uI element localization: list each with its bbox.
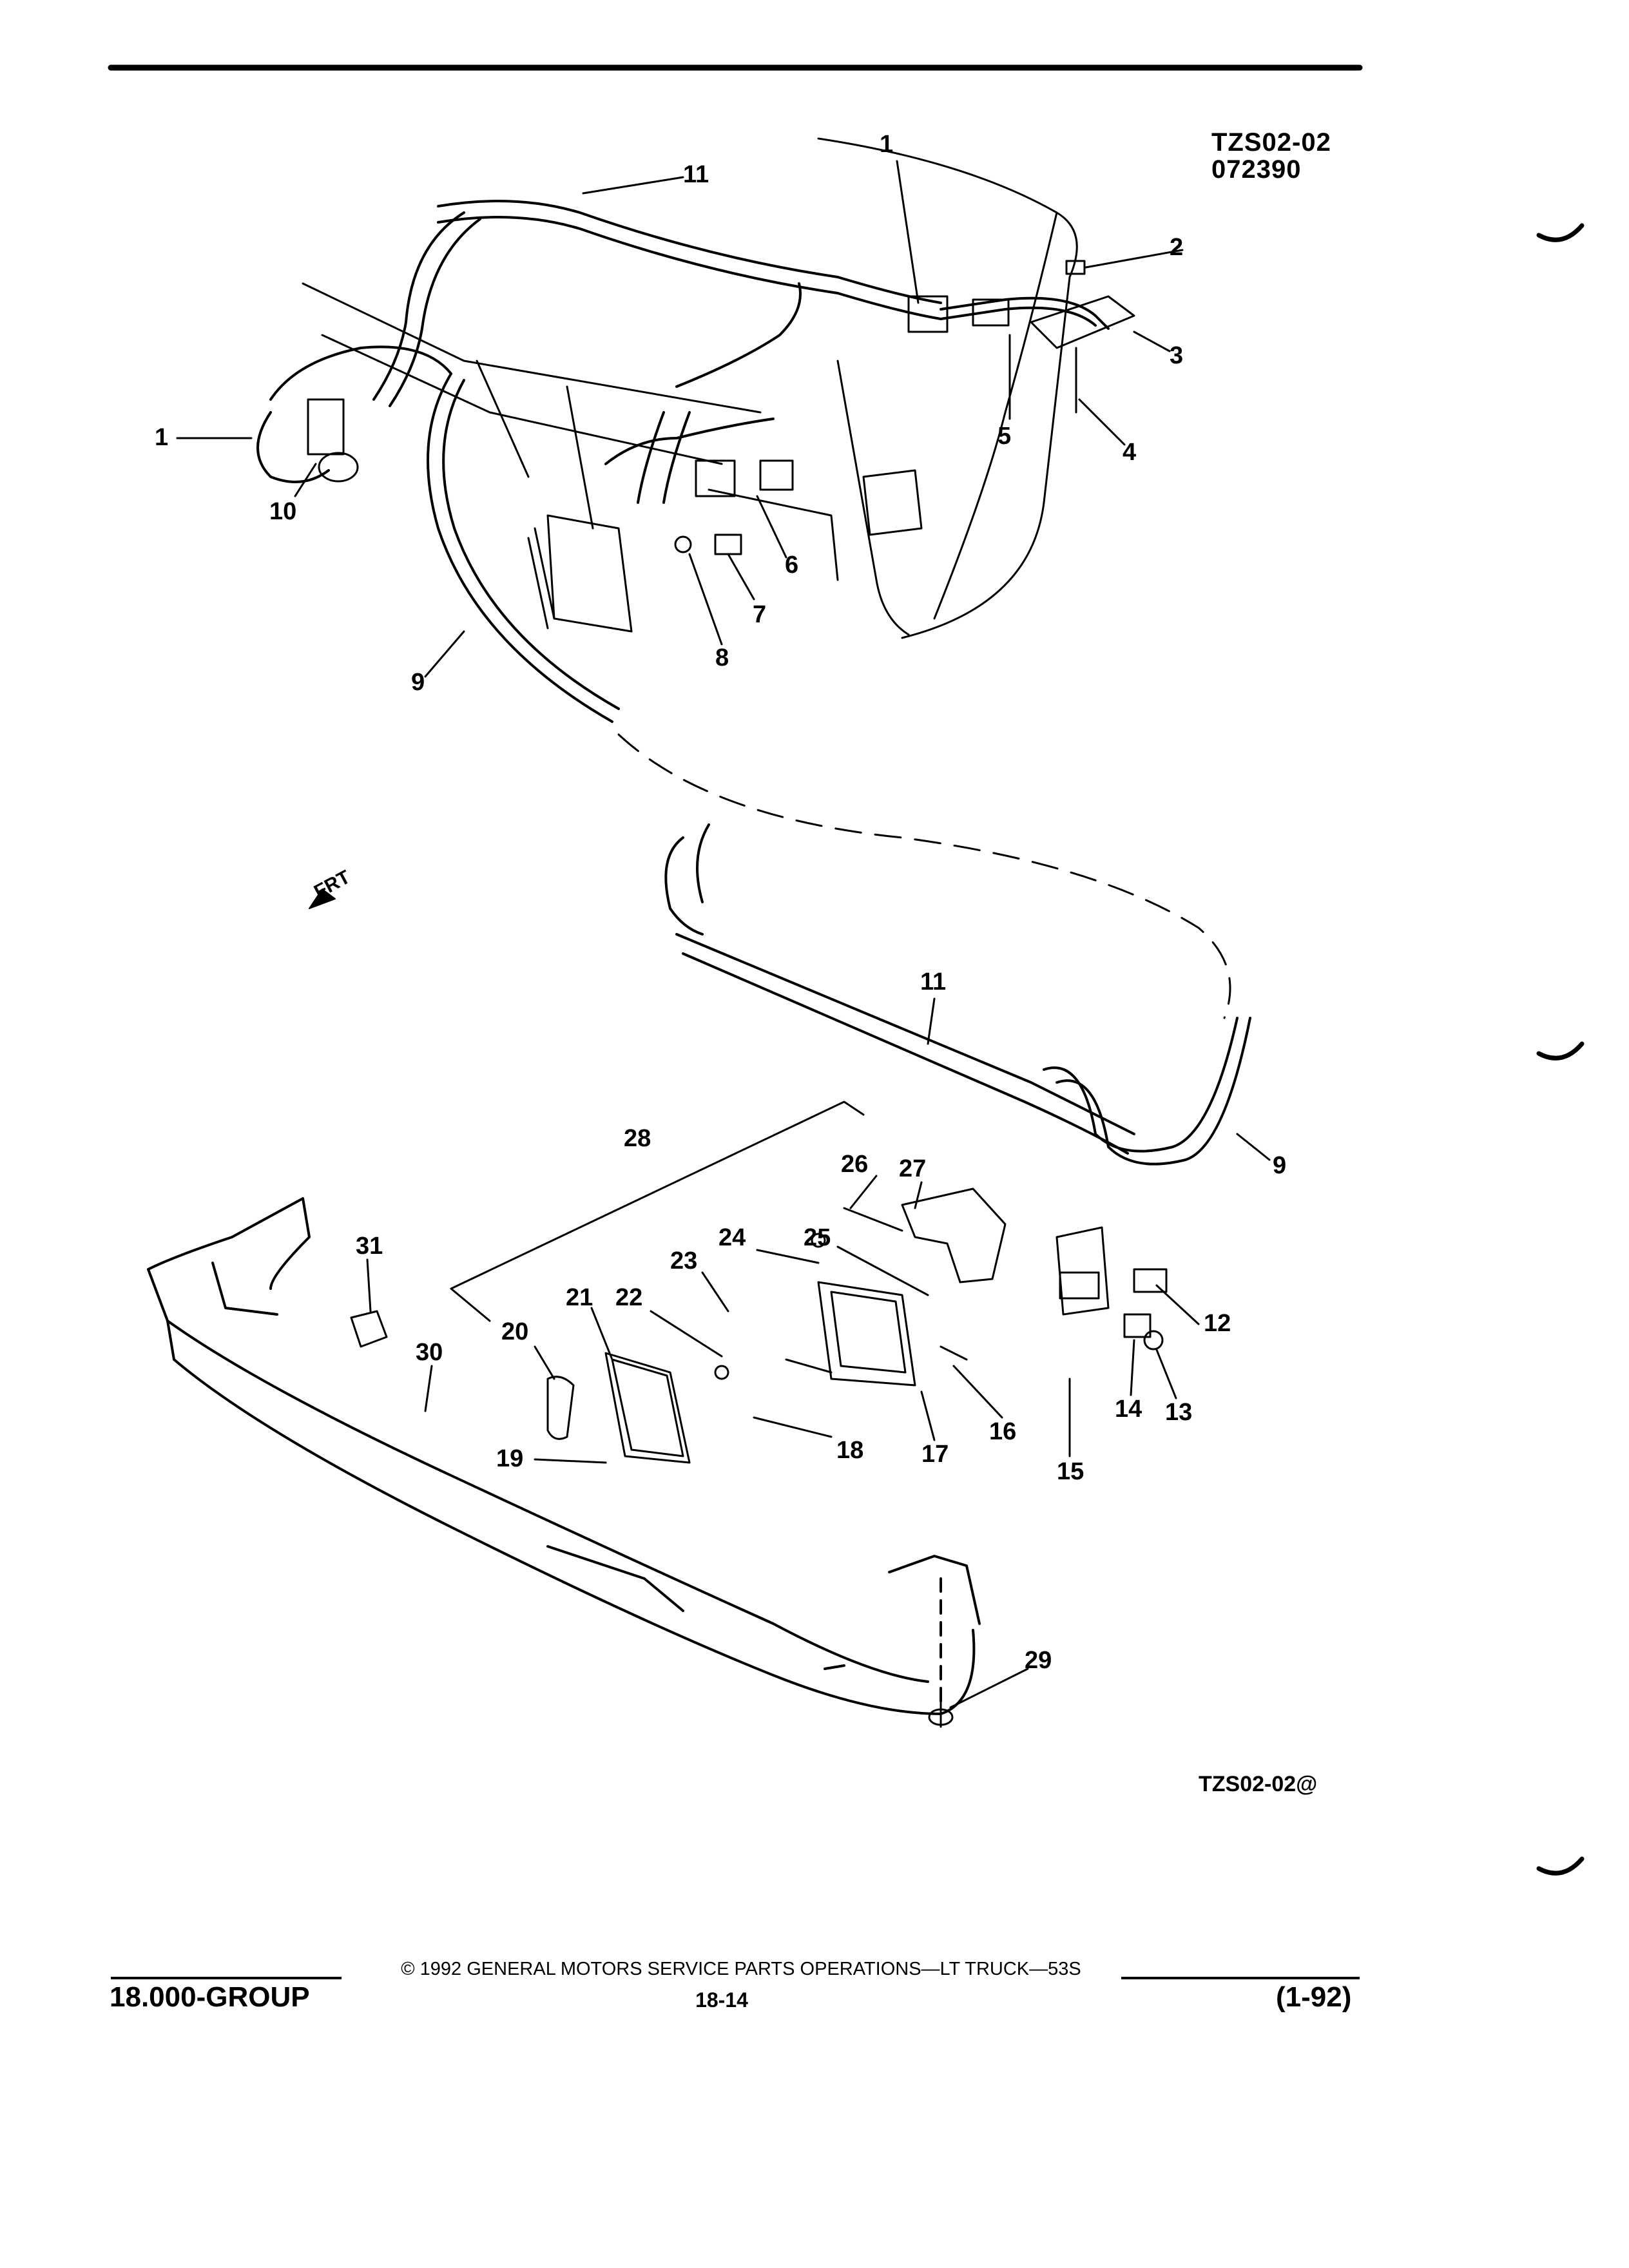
- callout-2: 2: [1170, 234, 1184, 261]
- callout-27: 27: [899, 1155, 927, 1182]
- part-31-clip: [350, 1310, 388, 1348]
- callout-1: 1: [155, 424, 169, 451]
- callout-19: 19: [496, 1445, 524, 1472]
- footer-group: 18.000-GROUP: [110, 1981, 310, 2013]
- callout-21: 21: [566, 1284, 593, 1311]
- binding-mark: [1536, 1856, 1585, 1876]
- leader-lines: [176, 160, 1271, 1709]
- date-code: 072390: [1211, 155, 1302, 184]
- binding-mark: [1536, 1041, 1585, 1061]
- lower-harness: [664, 823, 1251, 1166]
- callout-11: 11: [920, 968, 947, 995]
- fog-lamp-assembly: [546, 1187, 1168, 1464]
- figure-header: TZS02-02 072390: [1211, 129, 1331, 183]
- radiator-support-body: [302, 137, 1078, 639]
- callout-29: 29: [1025, 1647, 1052, 1674]
- upper-connectors: [307, 260, 1135, 555]
- figure-code: TZS02-02@: [1199, 1772, 1318, 1796]
- callout-31: 31: [356, 1233, 383, 1260]
- binding-mark: [1536, 223, 1585, 242]
- harness-route-dashed: [617, 733, 1231, 1019]
- callout-20: 20: [501, 1318, 529, 1345]
- callout-10: 10: [269, 498, 297, 525]
- callout-30: 30: [416, 1339, 443, 1366]
- callout-17: 17: [921, 1441, 949, 1468]
- callout-25: 25: [804, 1224, 831, 1251]
- callout-1: 1: [880, 131, 894, 158]
- callout-5: 5: [998, 423, 1012, 450]
- callout-22: 22: [615, 1284, 643, 1311]
- callout-4: 4: [1123, 439, 1137, 466]
- callout-6: 6: [785, 552, 799, 579]
- callout-13: 13: [1165, 1399, 1193, 1426]
- callout-23: 23: [670, 1247, 698, 1274]
- footer-revision: (1-92): [1276, 1981, 1352, 2013]
- callout-11: 11: [683, 161, 709, 188]
- callout-12: 12: [1204, 1310, 1231, 1337]
- callout-14: 14: [1115, 1396, 1142, 1423]
- footer-page-number: 18-14: [695, 1988, 748, 2012]
- part-28-bracket: [450, 1100, 865, 1322]
- callout-3: 3: [1170, 342, 1184, 369]
- frt-arrow-icon: [309, 889, 336, 909]
- callout-16: 16: [989, 1418, 1017, 1445]
- callout-8: 8: [715, 644, 729, 671]
- callout-15: 15: [1057, 1458, 1084, 1485]
- footer-copyright: © 1992 GENERAL MOTORS SERVICE PARTS OPER…: [401, 1959, 1081, 1979]
- callout-7: 7: [753, 601, 767, 628]
- callout-18: 18: [836, 1437, 864, 1464]
- wiring-harness-upper: [372, 200, 1110, 504]
- callout-24: 24: [718, 1224, 746, 1251]
- callout-9: 9: [1273, 1152, 1287, 1179]
- wiring-harness-loop: [256, 345, 620, 723]
- callout-26: 26: [841, 1151, 869, 1178]
- callout-28: 28: [624, 1125, 651, 1152]
- part-29-bolt: [928, 1700, 954, 1728]
- callout-9: 9: [411, 669, 425, 696]
- figure-id: TZS02-02: [1211, 128, 1331, 157]
